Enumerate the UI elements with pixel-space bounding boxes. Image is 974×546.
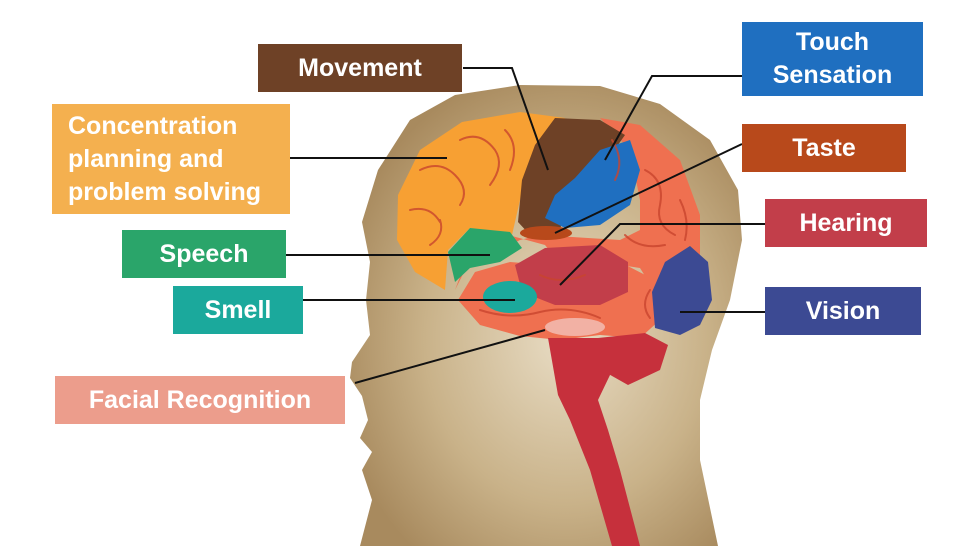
facial-region (545, 318, 605, 336)
label-movement: Movement (258, 44, 462, 92)
label-concentration: Concentration planning and problem solvi… (52, 104, 290, 214)
smell-region (483, 281, 537, 313)
label-speech-text: Speech (160, 238, 249, 270)
label-smell: Smell (173, 286, 303, 334)
label-vision: Vision (765, 287, 921, 335)
label-smell-text: Smell (205, 294, 272, 326)
label-taste: Taste (742, 124, 906, 172)
label-hearing: Hearing (765, 199, 927, 247)
label-hearing-text: Hearing (799, 207, 892, 239)
label-vision-text: Vision (806, 295, 881, 327)
label-facial-recognition: Facial Recognition (55, 376, 345, 424)
label-taste-text: Taste (792, 132, 855, 164)
label-speech: Speech (122, 230, 286, 278)
label-movement-text: Movement (298, 52, 422, 84)
label-touch-sensation: Touch Sensation (742, 22, 923, 96)
label-concentration-text: Concentration planning and problem solvi… (68, 110, 261, 209)
label-touch-sensation-text: Touch Sensation (773, 26, 892, 92)
label-facial-recognition-text: Facial Recognition (89, 384, 311, 416)
